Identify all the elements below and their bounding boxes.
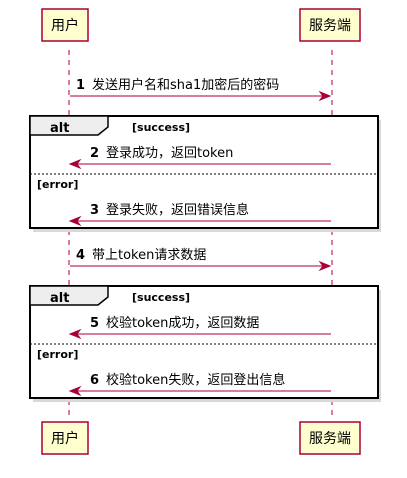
alt-fragment-1: alt [success] [error] bbox=[29, 115, 381, 232]
alt-fragment-2-else-guard: [error] bbox=[37, 348, 78, 361]
message-3-number: 3 bbox=[90, 203, 99, 218]
message-6-number: 6 bbox=[90, 373, 99, 388]
message-4-number: 4 bbox=[76, 248, 85, 263]
participant-server-top-label: 服务端 bbox=[309, 18, 351, 34]
alt-fragment-2-keyword: alt bbox=[50, 291, 69, 306]
message-2: 2 登录成功，返回token bbox=[68, 146, 331, 170]
message-3-text: 登录失败，返回错误信息 bbox=[106, 202, 249, 218]
message-5-number: 5 bbox=[90, 316, 99, 331]
message-5-text: 校验token成功，返回数据 bbox=[106, 315, 259, 331]
participant-user-bottom: 用户 bbox=[41, 421, 89, 455]
alt-fragment-2: alt [success] [error] bbox=[29, 285, 381, 402]
participant-server-top: 服务端 bbox=[299, 8, 361, 42]
participant-user-top: 用户 bbox=[41, 8, 89, 42]
message-6: 6 校验token失败，返回登出信息 bbox=[68, 372, 331, 397]
alt-fragment-1-guard: [success] bbox=[132, 121, 190, 134]
message-1-number: 1 bbox=[76, 78, 85, 93]
alt-fragment-1-else-guard: [error] bbox=[37, 178, 78, 191]
message-3: 3 登录失败，返回错误信息 bbox=[68, 202, 331, 227]
message-2-text: 登录成功，返回token bbox=[106, 146, 233, 161]
message-2-number: 2 bbox=[90, 146, 99, 161]
participant-user-bottom-label: 用户 bbox=[51, 430, 79, 447]
message-1-text: 发送用户名和sha1加密后的密码 bbox=[92, 77, 279, 93]
message-5: 5 校验token成功，返回数据 bbox=[68, 315, 331, 340]
alt-fragment-1-keyword: alt bbox=[50, 121, 69, 136]
message-4-text: 带上token请求数据 bbox=[92, 248, 206, 263]
participant-server-bottom: 服务端 bbox=[299, 421, 361, 455]
alt-fragment-2-guard: [success] bbox=[132, 291, 190, 304]
message-4: 4 带上token请求数据 bbox=[70, 248, 332, 272]
participant-user-top-label: 用户 bbox=[51, 17, 79, 34]
message-6-text: 校验token失败，返回登出信息 bbox=[106, 372, 285, 388]
participant-server-bottom-label: 服务端 bbox=[309, 431, 351, 447]
message-1: 1 发送用户名和sha1加密后的密码 bbox=[70, 77, 332, 102]
